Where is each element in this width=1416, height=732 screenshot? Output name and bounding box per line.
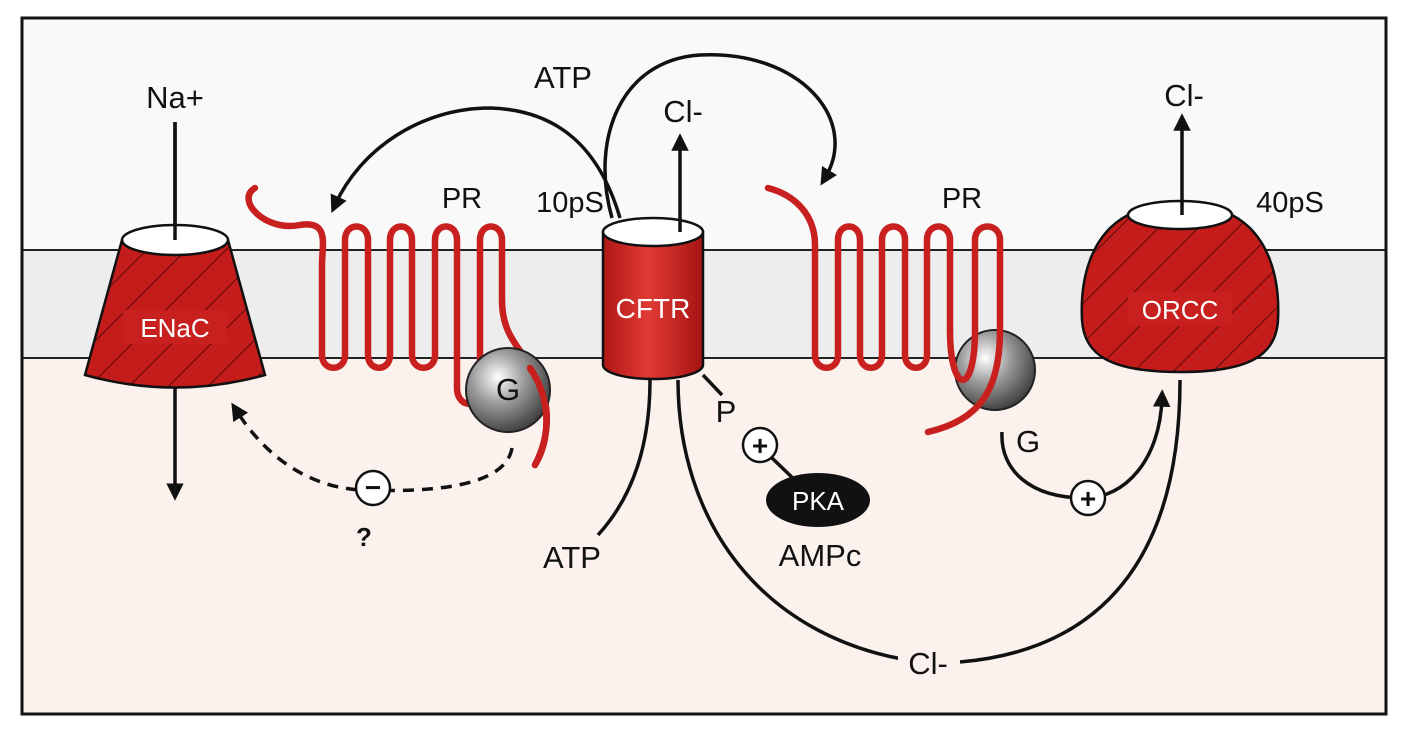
enac-label: ENaC	[140, 313, 209, 343]
cftr-label: CFTR	[616, 293, 691, 324]
orcc-top	[1126, 199, 1234, 231]
orcc-channel: ORCC	[959, 113, 1280, 664]
minus-circle	[354, 469, 392, 507]
na-plus-label: Na+	[146, 80, 204, 115]
orcc-label-box	[1128, 292, 1232, 326]
cl-minus-top-label: Cl-	[663, 94, 703, 129]
cl-bottom-label-bg	[898, 644, 958, 680]
pr-left-tail-front	[526, 364, 550, 469]
question-mark: ?	[356, 522, 372, 552]
pr-left-chain	[245, 184, 550, 469]
atp-top-label: ATP	[534, 60, 592, 95]
plus-sign-pka: +	[752, 430, 768, 461]
minus-sign: −	[365, 472, 381, 503]
atp-arrow-left	[330, 106, 622, 219]
cl-minus-bottom-label: Cl-	[908, 646, 948, 681]
plus-sign-orcc: +	[1080, 483, 1096, 514]
plus-circle-orcc	[1069, 479, 1107, 517]
cl-return-curve	[676, 379, 921, 664]
enac-label-box	[123, 310, 227, 344]
p-label: P	[716, 394, 737, 429]
cftr-body	[601, 230, 705, 381]
plus-circle-pka	[741, 426, 779, 464]
atp-bottom-line	[596, 379, 652, 537]
atp-bottom-label: ATP	[543, 540, 601, 575]
conductance-orcc-label: 40pS	[1256, 187, 1324, 219]
cftr-channel: CFTR	[596, 133, 921, 664]
pka-label: PKA	[792, 486, 845, 516]
pka-ellipse	[766, 473, 870, 527]
atp-arrow-right	[603, 53, 838, 219]
g-left-label: G	[496, 372, 520, 407]
orcc-label: ORCC	[1142, 295, 1219, 325]
g-right-label: G	[1016, 424, 1040, 459]
conductance-cftr-label: 10pS	[536, 187, 604, 219]
cytoplasm-region	[22, 358, 1386, 714]
p-link-line	[701, 373, 724, 397]
pr-left-label: PR	[442, 183, 482, 215]
enac-channel: ENaC	[83, 122, 267, 501]
cl-minus-right-label: Cl-	[1164, 78, 1204, 113]
pr-right-label: PR	[942, 183, 982, 215]
cftr-top	[601, 216, 705, 248]
cl-return-to-orcc	[959, 379, 1182, 664]
inhibition-dashed-arrow	[231, 402, 514, 493]
ampc-label: AMPc	[779, 538, 862, 573]
pr-right-tail	[924, 223, 1004, 436]
pr-right-chain	[764, 184, 954, 371]
frame-border	[20, 16, 1388, 716]
